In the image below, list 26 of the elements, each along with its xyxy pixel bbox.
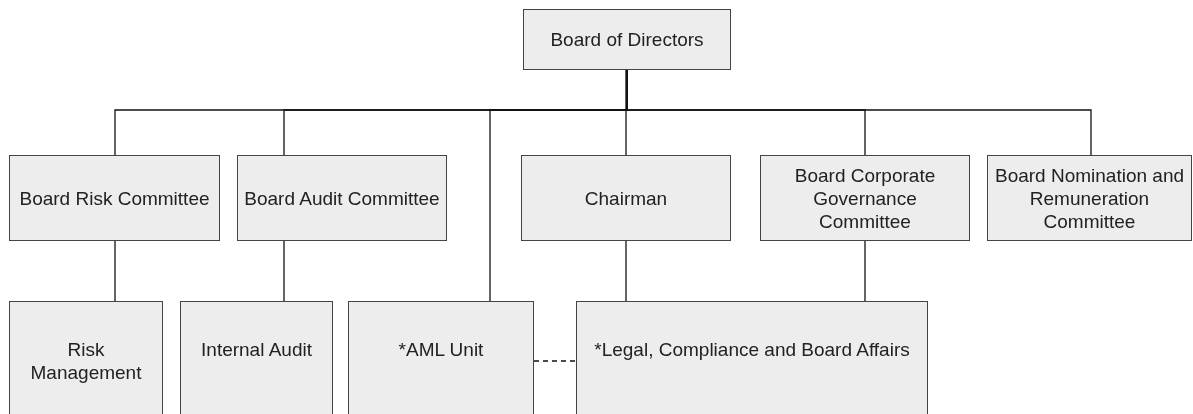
box-label: Board Risk Committee — [19, 186, 210, 210]
org-box — [9, 301, 163, 414]
connector-line — [283, 240, 285, 302]
org-box — [180, 301, 333, 414]
connector-line — [864, 240, 866, 302]
box-label: Internal Audit — [201, 338, 312, 361]
org-box — [760, 155, 970, 241]
connector-line — [625, 69, 627, 156]
box-label: Chairman — [584, 186, 668, 210]
box-label: Board Audit Committee — [244, 186, 440, 210]
org-box — [576, 301, 928, 414]
dashed-connector — [533, 360, 577, 362]
box-label: *Legal, Compliance and Board Affairs — [594, 338, 910, 361]
connector-line — [114, 240, 116, 302]
box-label: Board Nomination and Remuneration Committee — [993, 163, 1186, 233]
connector-line — [625, 240, 627, 302]
box-label: *AML Unit — [398, 338, 484, 361]
box-label: Board of Directors — [550, 28, 704, 51]
org-box — [237, 155, 447, 241]
box-label: Risk Management — [29, 338, 143, 384]
org-box — [987, 155, 1192, 241]
org-box — [521, 155, 731, 241]
org-box — [9, 155, 220, 241]
org-box — [523, 9, 731, 70]
org-box — [348, 301, 534, 414]
box-label: Board Corporate Governance Committee — [793, 163, 937, 233]
